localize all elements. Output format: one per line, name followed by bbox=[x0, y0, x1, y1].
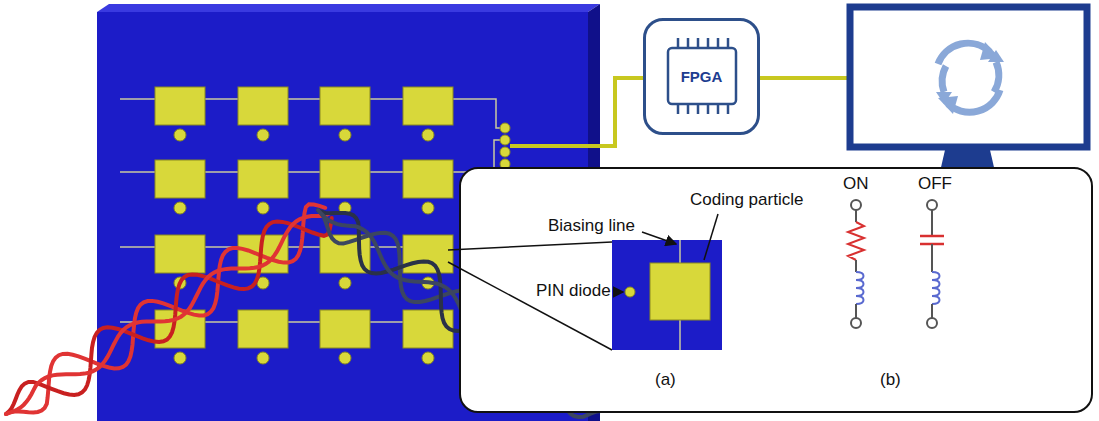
pin-diode bbox=[174, 202, 186, 214]
state-label: OFF bbox=[918, 174, 952, 194]
chip-icon bbox=[668, 38, 736, 114]
pin-diode bbox=[339, 129, 351, 141]
zoom-lines bbox=[448, 242, 612, 350]
pin-diode bbox=[174, 352, 186, 364]
part-label: Coding particle bbox=[690, 190, 803, 210]
incident-beam bbox=[6, 204, 332, 414]
on-circuit bbox=[848, 200, 864, 328]
pin-diode bbox=[257, 129, 269, 141]
pin-diode bbox=[422, 202, 434, 214]
pin-diode bbox=[422, 352, 434, 364]
coding-cell bbox=[403, 160, 453, 198]
state-label: ON bbox=[843, 174, 869, 194]
coding-cell bbox=[403, 235, 453, 273]
connector-pins bbox=[500, 123, 510, 169]
coding-cell bbox=[403, 310, 453, 348]
coding-cell bbox=[155, 160, 205, 198]
coding-cell bbox=[320, 87, 370, 125]
pin-diode bbox=[174, 129, 186, 141]
coding-cell bbox=[320, 160, 370, 198]
control-cable bbox=[510, 78, 643, 146]
pin-diode bbox=[339, 277, 351, 289]
coding-cell bbox=[403, 87, 453, 125]
part-label: Biasing line bbox=[548, 216, 635, 236]
control-cable bbox=[760, 76, 848, 80]
pin-diode bbox=[422, 129, 434, 141]
part-label: PIN diode bbox=[536, 281, 611, 301]
off-circuit bbox=[920, 200, 944, 328]
coding-cell bbox=[238, 310, 288, 348]
pin-diode bbox=[257, 202, 269, 214]
coding-cell bbox=[155, 235, 205, 273]
board-top bbox=[97, 4, 600, 12]
coding-cell bbox=[155, 87, 205, 125]
callout-panel bbox=[460, 168, 1092, 412]
panel-label: (b) bbox=[880, 370, 901, 390]
pin-diode bbox=[257, 352, 269, 364]
coding-cell bbox=[238, 160, 288, 198]
computer-monitor bbox=[850, 7, 1087, 189]
fpga-chip: FPGA bbox=[643, 18, 760, 135]
chip-label: FPGA bbox=[681, 68, 723, 85]
pin-diode bbox=[339, 352, 351, 364]
coding-cell bbox=[320, 310, 370, 348]
coding-cell bbox=[238, 87, 288, 125]
panel-label: (a) bbox=[655, 370, 676, 390]
